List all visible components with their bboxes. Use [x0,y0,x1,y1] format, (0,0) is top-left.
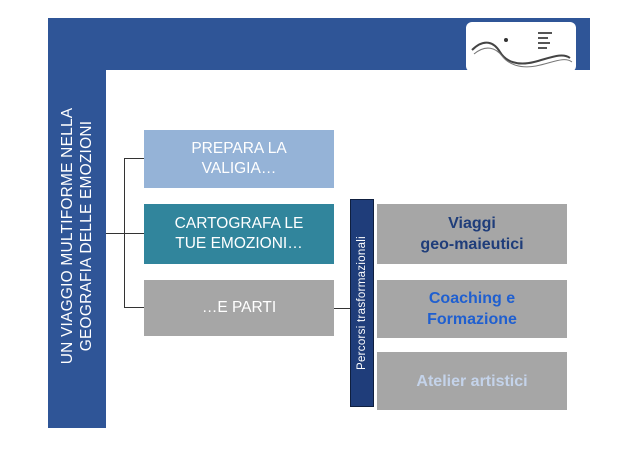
path-viaggi: Viaggi geo-maieutici [377,204,567,264]
logo-icon [471,32,573,68]
title-line-2: GEOGRAFIA DELLE EMOZIONI [78,120,95,352]
step-label: …E PARTI [201,299,277,316]
path-coaching: Coaching e Formazione [377,280,567,338]
logo [466,22,576,72]
step-e-parti: …E PARTI [144,280,334,336]
step3-to-percorsi-line [334,308,350,309]
percorsi-label: Percorsi trasformazionali [356,235,368,371]
side-bar [48,18,106,428]
path-label: Coaching e Formazione [427,290,517,328]
path-label: Viaggi geo-maieutici [420,215,524,253]
step-prepara-valigia: PREPARA LA VALIGIA… [144,130,334,188]
title-connector-line [106,233,124,234]
page-title: UN VIAGGIO MULTIFORME NELLA GEOGRAFIA DE… [58,36,96,436]
path-label: Atelier artistici [416,372,528,390]
step-label: PREPARA LA VALIGIA… [191,140,287,177]
step-cartografa-emozioni: CARTOGRAFA LE TUE EMOZIONI… [144,204,334,264]
step2-connector-line [124,233,144,234]
title-line-1: UN VIAGGIO MULTIFORME NELLA [59,107,76,365]
path-atelier: Atelier artistici [377,352,567,410]
step-label: CARTOGRAFA LE TUE EMOZIONI… [174,215,304,252]
percorsi-trasformazionali-bar: Percorsi trasformazionali [350,199,374,407]
